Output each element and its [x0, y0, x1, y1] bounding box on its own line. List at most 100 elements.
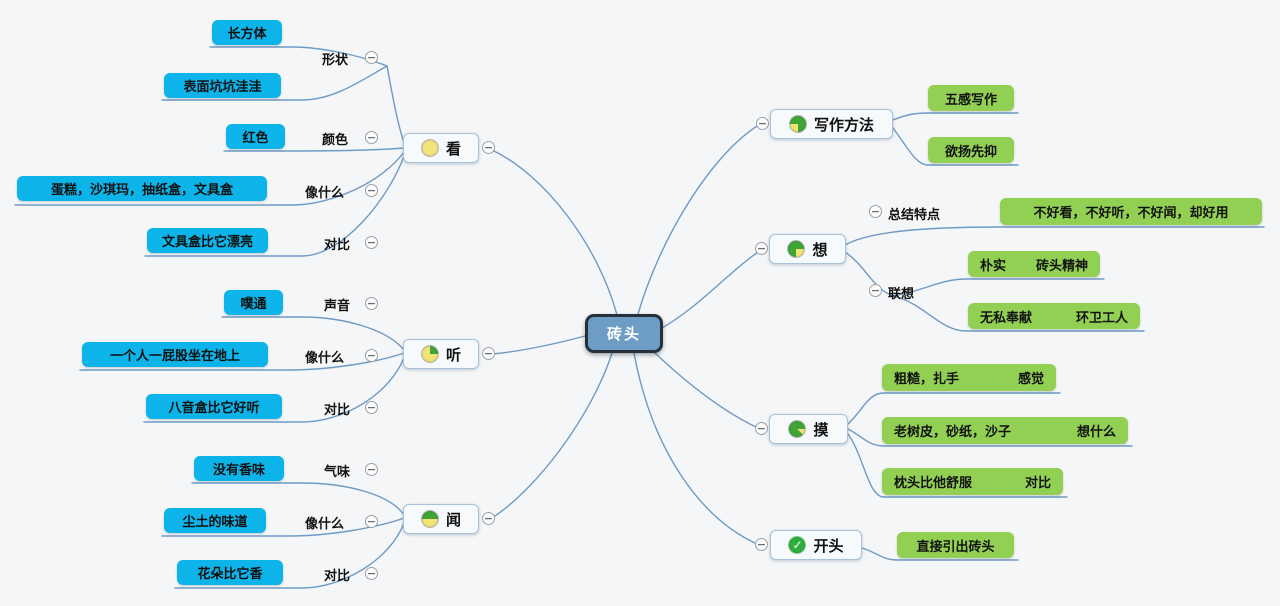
leaf-label: 花朵比它香: [197, 567, 263, 582]
connector: [844, 226, 1265, 246]
leaf-topic[interactable]: 粗糙，扎手 感觉: [882, 364, 1056, 391]
collapse-button[interactable]: −: [365, 131, 378, 144]
task-progress-75-icon: [787, 240, 806, 258]
sub-label-association[interactable]: 联想: [888, 287, 915, 302]
central-topic-label: 砖头: [606, 325, 641, 343]
leaf-suffix-label: 对比: [1024, 476, 1051, 491]
task-progress-25-icon: [420, 345, 439, 363]
connector: [637, 125, 758, 315]
leaf-topic[interactable]: 枕头比他舒服 对比: [882, 468, 1063, 495]
leaf-topic[interactable]: 噗通: [224, 290, 283, 315]
leaf-topic[interactable]: 花朵比它香: [177, 560, 283, 585]
collapse-button[interactable]: −: [365, 184, 378, 197]
leaf-label: 文具盒比它漂亮: [161, 235, 253, 250]
leaf-label: 表面坑坑洼洼: [183, 80, 262, 95]
collapse-button[interactable]: −: [482, 347, 495, 360]
sub-label-like-what[interactable]: 像什么: [305, 186, 345, 201]
sub-label-like-what[interactable]: 像什么: [305, 517, 345, 532]
sub-label-odor[interactable]: 气味: [324, 465, 351, 480]
main-topic-look[interactable]: 看: [403, 133, 479, 163]
leaf-topic[interactable]: 没有香味: [194, 456, 284, 481]
connector: [491, 149, 618, 316]
sub-label-like-what[interactable]: 像什么: [305, 351, 345, 366]
sub-label-summary-traits[interactable]: 总结特点: [888, 208, 941, 223]
collapse-button[interactable]: −: [755, 538, 768, 551]
main-topic-label: 听: [445, 345, 461, 364]
leaf-topic[interactable]: 欲扬先抑: [928, 137, 1014, 163]
leaf-label: 红色: [242, 131, 269, 146]
main-topic-touch[interactable]: 摸: [769, 414, 848, 444]
leaf-suffix-label: 砖头精神: [1035, 258, 1088, 274]
main-topic-smell[interactable]: 闻: [403, 504, 479, 534]
leaf-topic[interactable]: 直接引出砖头: [897, 532, 1014, 558]
collapse-button[interactable]: −: [756, 117, 769, 130]
task-progress-50-icon: [420, 510, 439, 528]
main-topic-label: 看: [445, 139, 461, 158]
central-topic-brick[interactable]: 砖头: [585, 314, 663, 353]
collapse-button[interactable]: −: [365, 567, 378, 580]
collapse-button[interactable]: −: [755, 242, 768, 255]
leaf-topic[interactable]: 五感写作: [928, 85, 1014, 111]
task-progress-75-icon: [788, 115, 807, 133]
leaf-topic[interactable]: 尘土的味道: [164, 508, 266, 533]
leaf-label: 老树皮，砂纸，沙子: [894, 425, 1012, 440]
leaf-suffix-label: 想什么: [1076, 425, 1116, 440]
collapse-button[interactable]: −: [365, 463, 378, 476]
leaf-topic[interactable]: 不好看，不好听，不好闻，却好用: [1000, 198, 1262, 225]
connector: [14, 151, 405, 206]
sub-label-color[interactable]: 颜色: [322, 133, 349, 148]
main-topic-label: 写作方法: [813, 115, 874, 134]
leaf-label: 噗通: [240, 297, 267, 312]
connector: [892, 295, 1145, 332]
leaf-label: 欲扬先抑: [944, 144, 997, 160]
leaf-topic[interactable]: 无私奉献 环卫工人: [968, 303, 1140, 329]
collapse-button[interactable]: −: [365, 236, 378, 249]
task-progress-0-icon: [420, 139, 439, 157]
sub-label-contrast[interactable]: 对比: [324, 569, 351, 584]
sub-label-contrast[interactable]: 对比: [324, 238, 351, 253]
leaf-topic[interactable]: 老树皮，砂纸，沙子 想什么: [882, 417, 1128, 444]
main-topic-label: 闻: [445, 510, 461, 529]
connector: [386, 65, 405, 144]
leaf-topic[interactable]: 文具盒比它漂亮: [147, 228, 268, 253]
main-topic-label: 想: [812, 240, 828, 259]
collapse-button[interactable]: −: [365, 349, 378, 362]
connector: [892, 278, 1105, 297]
connector: [654, 352, 759, 429]
collapse-button[interactable]: −: [365, 51, 378, 64]
leaf-label: 八音盒比它好听: [168, 401, 260, 416]
main-topic-label: 开头: [813, 536, 844, 555]
leaf-topic[interactable]: 八音盒比它好听: [146, 394, 282, 419]
leaf-topic[interactable]: 表面坑坑洼洼: [164, 73, 281, 98]
leaf-topic[interactable]: 蛋糕，沙琪玛，抽纸盒，文具盒: [17, 176, 267, 201]
collapse-button[interactable]: −: [365, 297, 378, 310]
leaf-label: 没有香味: [212, 463, 265, 478]
collapse-button[interactable]: −: [482, 141, 495, 154]
leaf-label: 粗糙，扎手: [894, 372, 960, 387]
collapse-button[interactable]: −: [869, 205, 882, 218]
main-topic-think[interactable]: 想: [769, 234, 846, 264]
leaf-topic[interactable]: 朴实 砖头精神: [968, 251, 1100, 277]
main-topic-listen[interactable]: 听: [403, 339, 479, 369]
connector: [892, 127, 1019, 166]
leaf-suffix-label: 感觉: [1017, 372, 1044, 387]
sub-label-sound[interactable]: 声音: [324, 299, 351, 314]
collapse-button[interactable]: −: [365, 401, 378, 414]
collapse-button[interactable]: −: [365, 515, 378, 528]
leaf-label: 五感写作: [944, 92, 997, 108]
collapse-button[interactable]: −: [869, 284, 882, 297]
leaf-label: 一个人一屁股坐在地上: [109, 349, 240, 364]
leaf-topic[interactable]: 一个人一屁股坐在地上: [82, 342, 268, 367]
collapse-button[interactable]: −: [755, 422, 768, 435]
sub-label-shape[interactable]: 形状: [322, 53, 349, 68]
connector: [847, 433, 1068, 498]
leaf-topic[interactable]: 长方体: [212, 20, 282, 45]
leaf-topic[interactable]: 红色: [226, 124, 285, 149]
leaf-label: 蛋糕，沙琪玛，抽纸盒，文具盒: [50, 183, 233, 198]
main-topic-opening[interactable]: ✓ 开头: [770, 530, 862, 560]
sub-label-contrast[interactable]: 对比: [324, 403, 351, 418]
collapse-button[interactable]: −: [482, 512, 495, 525]
main-topic-writing-method[interactable]: 写作方法: [770, 109, 893, 139]
task-progress-88-icon: [788, 420, 807, 438]
